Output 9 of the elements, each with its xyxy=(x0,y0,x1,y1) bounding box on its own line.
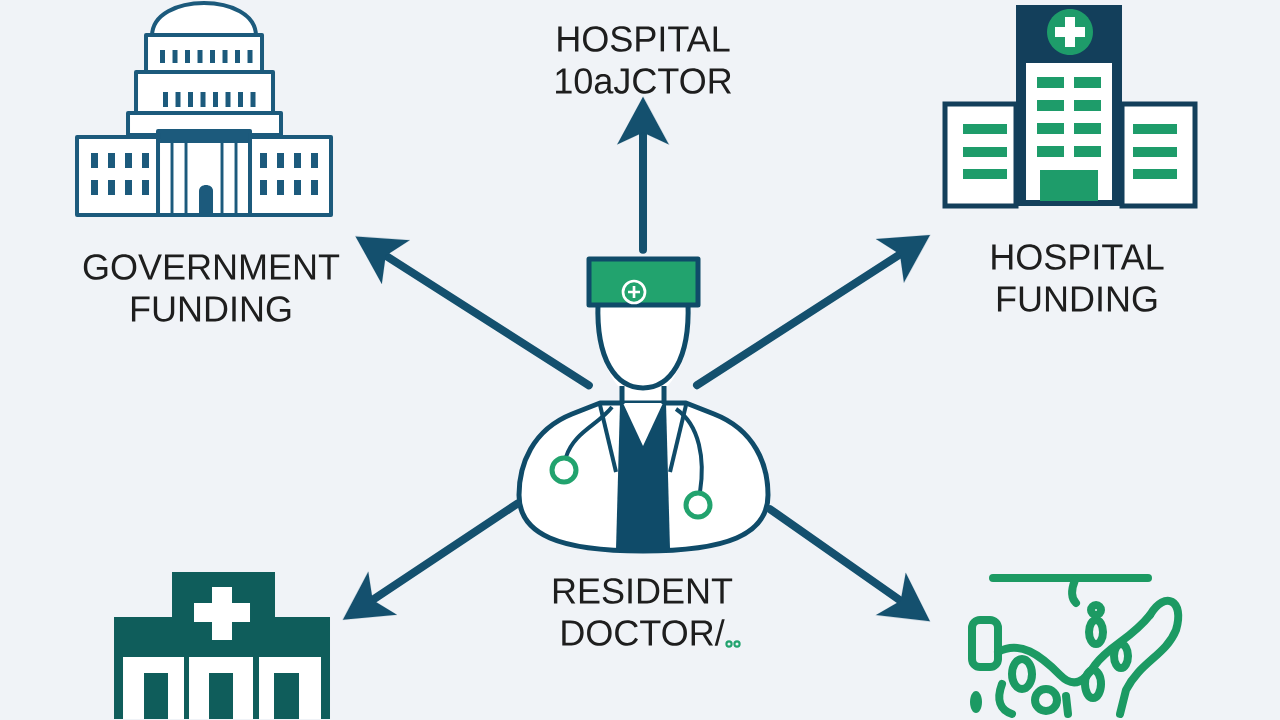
arrow xyxy=(766,505,931,622)
arrow xyxy=(342,499,522,620)
node-label: HOSPITAL FUNDING xyxy=(992,244,1164,312)
node-label: HOSPITAL 10aJCTOR xyxy=(556,26,732,94)
arrow xyxy=(617,96,669,254)
scribble-drawing xyxy=(968,574,1183,718)
node-label: GOVERNMENT FUNDING xyxy=(83,254,340,322)
hospital-building-drawing xyxy=(114,572,330,719)
node-label: RESIDENT DOCTOR/ xyxy=(553,578,733,646)
